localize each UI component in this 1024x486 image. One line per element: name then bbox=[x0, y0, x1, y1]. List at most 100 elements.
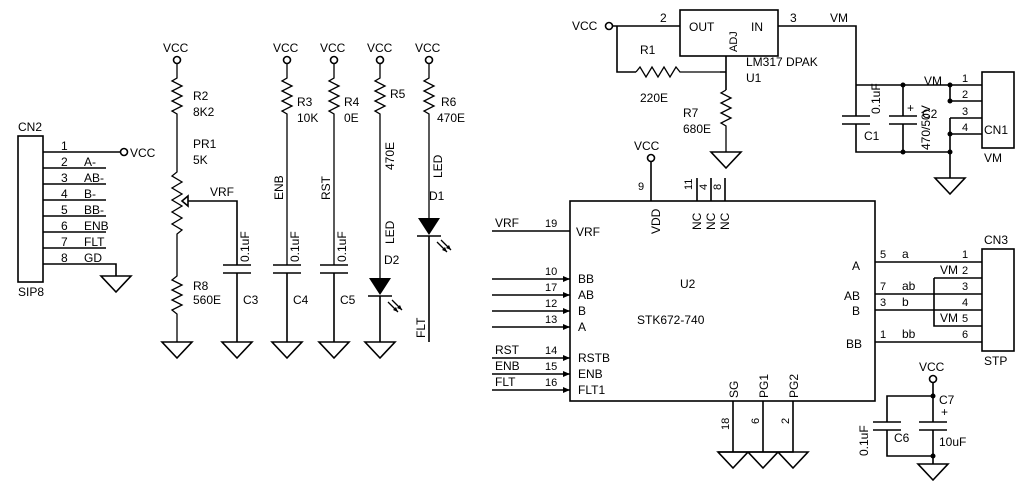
svg-text:ENB: ENB bbox=[272, 175, 286, 200]
svg-text:0.1uF: 0.1uF bbox=[238, 231, 252, 262]
svg-text:R1: R1 bbox=[640, 43, 656, 57]
svg-text:C1: C1 bbox=[864, 129, 880, 143]
svg-text:2: 2 bbox=[962, 89, 968, 101]
svg-text:1: 1 bbox=[962, 249, 968, 261]
svg-text:16: 16 bbox=[545, 377, 557, 389]
svg-text:12: 12 bbox=[545, 298, 557, 310]
svg-text:VCC: VCC bbox=[415, 41, 441, 55]
svg-text:bb: bb bbox=[902, 327, 916, 341]
svg-text:7: 7 bbox=[61, 235, 68, 249]
svg-text:U1: U1 bbox=[746, 71, 762, 85]
svg-text:+: + bbox=[907, 101, 914, 115]
svg-text:3: 3 bbox=[61, 171, 68, 185]
led-d1-branch: VCC R6 470E LED D1 FLT bbox=[414, 41, 465, 342]
svg-text:10K: 10K bbox=[297, 111, 318, 125]
svg-text:4: 4 bbox=[962, 297, 968, 309]
svg-text:VCC: VCC bbox=[919, 360, 945, 374]
svg-text:8: 8 bbox=[712, 184, 724, 190]
svg-text:NC: NC bbox=[718, 212, 732, 230]
svg-text:5: 5 bbox=[880, 249, 886, 261]
svg-text:C7: C7 bbox=[939, 393, 955, 407]
svg-text:4: 4 bbox=[962, 122, 968, 134]
svg-text:1: 1 bbox=[962, 73, 968, 85]
svg-text:ab: ab bbox=[902, 279, 916, 293]
svg-text:LED: LED bbox=[431, 154, 445, 178]
vcc-decoupling: VCC + 0.1uF C6 C7 10uF bbox=[857, 360, 966, 482]
svg-text:ENB: ENB bbox=[495, 359, 520, 373]
svg-text:VM: VM bbox=[830, 11, 848, 25]
capacitor-c3: 0.1uF C3 bbox=[220, 231, 259, 360]
svg-text:VCC: VCC bbox=[320, 41, 346, 55]
svg-text:BB: BB bbox=[578, 272, 594, 286]
svg-text:IN: IN bbox=[751, 20, 763, 34]
svg-text:10uF: 10uF bbox=[939, 435, 966, 449]
svg-text:VCC: VCC bbox=[634, 139, 660, 153]
svg-text:PG2: PG2 bbox=[787, 374, 801, 398]
svg-text:RSTB: RSTB bbox=[578, 351, 610, 365]
svg-text:B-: B- bbox=[84, 187, 96, 201]
svg-text:VM: VM bbox=[940, 263, 958, 277]
svg-text:15: 15 bbox=[545, 361, 557, 373]
svg-text:VRF: VRF bbox=[495, 216, 519, 230]
svg-text:FLT1: FLT1 bbox=[578, 383, 605, 397]
connector-cn3: CN3 STP 5 a 7 ab 3 b 1 bb VM VM 1 2 3 4 … bbox=[875, 233, 1015, 368]
led-d2-branch: VCC R5 470E LED D2 bbox=[363, 41, 406, 360]
svg-text:11: 11 bbox=[683, 179, 695, 190]
svg-text:VDD: VDD bbox=[649, 208, 663, 234]
pr1-ref: PR1 bbox=[193, 137, 217, 151]
svg-text:7: 7 bbox=[880, 281, 886, 293]
svg-text:0.1uF: 0.1uF bbox=[857, 425, 871, 456]
svg-text:VM: VM bbox=[984, 151, 1002, 165]
svg-text:18: 18 bbox=[720, 418, 732, 430]
svg-text:0.1uF: 0.1uF bbox=[335, 231, 349, 262]
svg-text:a: a bbox=[902, 247, 909, 261]
vref-divider: VCC R2 8K2 PR1 5K VRF R8 560E bbox=[160, 41, 238, 360]
reset-line: VCC R4 0E RST 0.1uF C5 bbox=[317, 41, 360, 360]
connector-cn2: CN2 SIP8 VCC 1 2 3 4 5 6 7 8 A- AB- B- B… bbox=[17, 120, 156, 299]
svg-text:R3: R3 bbox=[297, 95, 313, 109]
svg-text:2: 2 bbox=[61, 155, 68, 169]
svg-text:CN3: CN3 bbox=[984, 233, 1008, 247]
svg-text:4: 4 bbox=[61, 187, 68, 201]
svg-text:VCC: VCC bbox=[273, 41, 299, 55]
svg-text:10: 10 bbox=[545, 266, 557, 278]
svg-text:VM: VM bbox=[940, 311, 958, 325]
svg-text:VCC: VCC bbox=[572, 19, 598, 33]
svg-text:680E: 680E bbox=[683, 122, 711, 136]
svg-text:5: 5 bbox=[61, 203, 68, 217]
svg-text:GD: GD bbox=[84, 251, 102, 265]
svg-text:C3: C3 bbox=[243, 293, 259, 307]
svg-text:AB: AB bbox=[578, 288, 594, 302]
svg-text:3: 3 bbox=[962, 281, 968, 293]
pr1-value: 5K bbox=[193, 153, 208, 167]
cn2-pin-names: A- AB- B- BB- ENB FLT GD bbox=[84, 155, 109, 265]
svg-text:470/50V: 470/50V bbox=[919, 105, 933, 150]
svg-text:ENB: ENB bbox=[84, 219, 109, 233]
svg-text:1: 1 bbox=[61, 139, 68, 153]
svg-text:0.1uF: 0.1uF bbox=[288, 231, 302, 262]
svg-text:2: 2 bbox=[780, 418, 792, 424]
svg-text:B: B bbox=[852, 304, 860, 318]
svg-text:ENB: ENB bbox=[578, 367, 603, 381]
r8-ref: R8 bbox=[193, 279, 209, 293]
enable-line: VCC R3 10K ENB 0.1uF C4 bbox=[270, 41, 318, 360]
svg-text:17: 17 bbox=[545, 282, 557, 294]
svg-text:0E: 0E bbox=[344, 111, 359, 125]
svg-text:CN1: CN1 bbox=[984, 123, 1008, 137]
svg-text:VRF: VRF bbox=[576, 225, 600, 239]
svg-text:B: B bbox=[578, 304, 586, 318]
cn2-part: SIP8 bbox=[18, 285, 44, 299]
svg-text:220E: 220E bbox=[640, 91, 668, 105]
r2-ref: R2 bbox=[193, 89, 209, 103]
svg-text:9: 9 bbox=[638, 181, 644, 193]
svg-text:SG: SG bbox=[727, 381, 741, 398]
svg-text:VM: VM bbox=[924, 74, 942, 88]
svg-text:19: 19 bbox=[545, 218, 557, 230]
svg-text:FLT: FLT bbox=[84, 235, 105, 249]
svg-text:PG1: PG1 bbox=[757, 374, 771, 398]
svg-text:U2: U2 bbox=[680, 277, 696, 291]
svg-text:13: 13 bbox=[545, 314, 557, 326]
svg-text:3: 3 bbox=[880, 297, 886, 309]
svg-text:+: + bbox=[941, 405, 948, 419]
